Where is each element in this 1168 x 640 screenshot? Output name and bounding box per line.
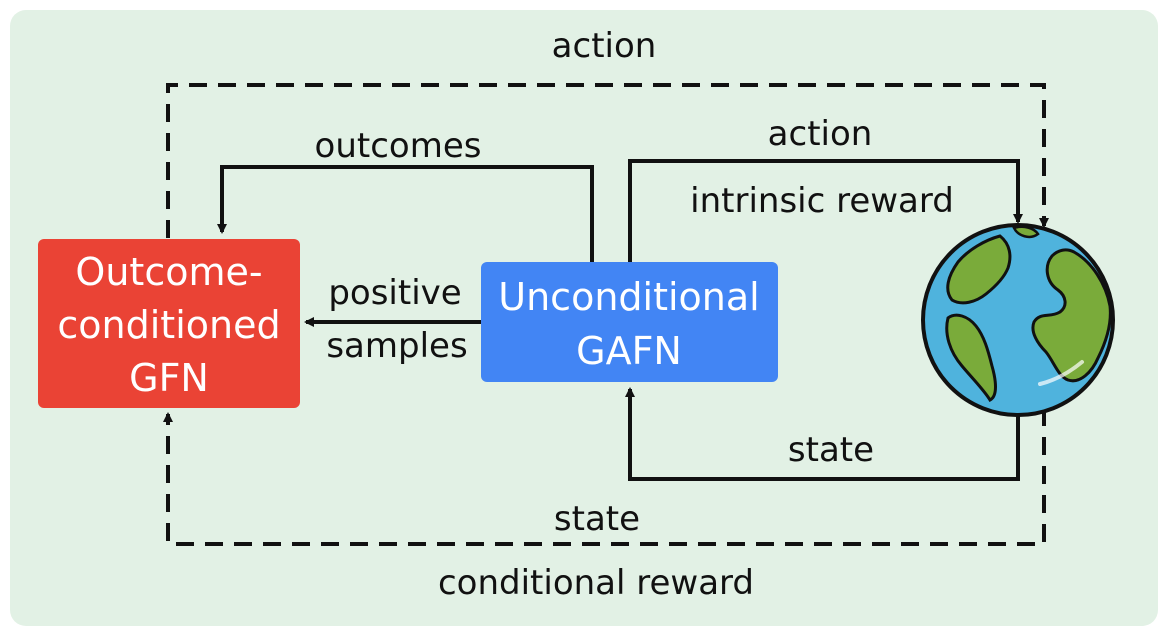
outcomes-label: outcomes — [315, 126, 482, 166]
unconditional-gafn-line-2: GAFN — [576, 329, 682, 373]
land-west — [946, 234, 1012, 305]
land-north-cap — [1012, 225, 1040, 239]
inner-state-arrow — [625, 387, 1020, 481]
outcomes-arrow — [217, 165, 594, 264]
inner-action-label: action — [768, 114, 873, 154]
outer-state-dashed — [163, 408, 1046, 546]
outcome-gfn-line-2: conditioned — [57, 303, 280, 347]
inner-action-arrow — [628, 159, 1023, 264]
samples-label: samples — [326, 326, 467, 366]
conditional-reward-label: conditional reward — [438, 563, 754, 603]
inner-state-label: state — [788, 430, 874, 470]
unconditional-gafn-line-1: Unconditional — [498, 275, 759, 319]
land-east — [1031, 248, 1112, 383]
intrinsic-reward-label: intrinsic reward — [690, 181, 954, 221]
outcome-gfn-line-1: Outcome- — [75, 250, 262, 294]
globe-shine — [1038, 360, 1084, 386]
unconditional-gafn-node: Unconditional GAFN — [481, 262, 778, 382]
outer-action-label: action — [552, 26, 657, 66]
land-southwest — [945, 313, 997, 402]
outcome-gfn-line-3: GFN — [129, 356, 209, 400]
outcome-gfn-node: Outcome- conditioned GFN — [38, 239, 300, 408]
earth-globe-icon — [921, 223, 1115, 417]
positive-label: positive — [328, 273, 461, 313]
outer-loop-dashed — [166, 83, 1049, 238]
outer-state-label: state — [554, 499, 640, 539]
